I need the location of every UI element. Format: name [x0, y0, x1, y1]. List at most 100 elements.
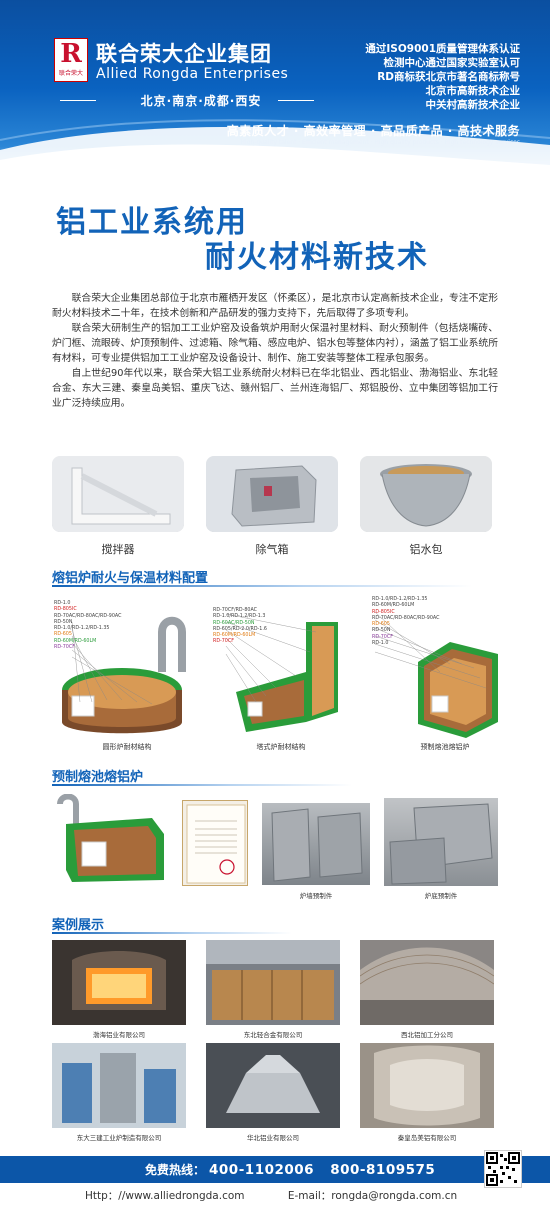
page-title-line1: 铝工业系统用 [56, 205, 248, 240]
intro-text: 联合荣大企业集团总部位于北京市雁栖开发区（怀柔区），是北京市认定高新技术企业，专… [52, 291, 498, 411]
product-photo-stirrer [52, 456, 184, 532]
company-name-en: Allied Rongda Enterprises [96, 66, 289, 82]
case-image-furnace-shell [206, 1043, 340, 1128]
legend-item: RD-50N [372, 628, 391, 634]
office-cities: 北京·南京·成都·西安 [60, 92, 314, 109]
legend-item: RD-1.0 [54, 601, 71, 606]
intro-paragraph: 联合荣大企业集团总部位于北京市雁栖开发区（怀柔区），是北京市认定高新技术企业，专… [52, 293, 498, 319]
case-caption: 渤海铝业有限公司 [93, 1031, 145, 1039]
legend-item: RD-70CF [372, 634, 393, 640]
case-image-furnace-row [206, 940, 340, 1025]
cert-item: 中关村高新技术企业 [425, 99, 521, 111]
prefab-caption: 炉底预制件 [424, 892, 458, 900]
phone-number[interactable]: 800-8109575 [330, 1162, 436, 1178]
legend-item: RD-605/RD-2.0/RD-1.6 [213, 626, 267, 632]
cert-item: 检测中心通过国家实验室认可 [383, 57, 521, 69]
case-image-furnace-fire [52, 940, 186, 1025]
case-image-furnace-roof [360, 940, 494, 1025]
certificate-image [186, 804, 246, 884]
legend-item: RD-60M/RD-60LM [213, 633, 256, 639]
diagram-legend: RD-70CF/RD-80AC RD-1.0/RD-1.2/RD-1.3 RD-… [213, 608, 267, 646]
website-link[interactable]: Http：//www.alliedrongda.com [85, 1190, 245, 1202]
tower-furnace-drawing [225, 613, 338, 732]
diagram-round-furnace [52, 592, 202, 742]
footer: 免费热线：400-1102006 800-8109575 Http：//www.… [0, 1150, 550, 1222]
case-caption: 东大三建工业炉制造有限公司 [76, 1134, 162, 1142]
section-heading-prefab: 预制熔池熔铝炉 [52, 770, 144, 785]
intro-paragraph: 自上世纪90年代以来，联合荣大铝工业系统耐火材料已在华北铝业、西北铝业、渤海铝业… [52, 368, 498, 409]
wall-prefab-photo [262, 803, 370, 885]
bottom-prefab-photo [384, 798, 498, 886]
header-wave-decoration [0, 119, 550, 195]
diagram-legend: RD-1.0/RD-1.2/RD-1.35 RD-60M/RD-60LM RD-… [372, 597, 439, 647]
product-photo-ladle [360, 456, 492, 532]
degassing-box-image [206, 456, 338, 532]
case-photo [360, 940, 494, 1025]
round-furnace-drawing [62, 616, 186, 734]
product-label: 铝水包 [409, 543, 443, 556]
legend-item: RD-805IC [54, 607, 77, 613]
legend-item: RD-70CF [54, 645, 75, 651]
legend-item: RD-70CF [213, 639, 234, 645]
section-heading-config: 熔铝炉耐火与保温材料配置 [52, 571, 209, 586]
prefab-furnace-drawing [374, 611, 498, 738]
legend-item: RD-1.0/RD-1.2/RD-1.35 [54, 626, 110, 632]
legend-item: RD-1.0/RD-1.2/RD-1.3 [213, 614, 266, 620]
case-photo [52, 940, 186, 1025]
certification-list: 通过ISO9001质量管理体系认证 检测中心通过国家实验室认可 RD商标获北京市… [365, 42, 520, 112]
cert-item: RD商标获北京市著名商标称号 [377, 71, 520, 83]
page-title-line2: 耐火材料新技术 [205, 240, 429, 275]
product-label: 搅拌器 [101, 543, 135, 556]
case-image-furnace-interior [360, 1043, 494, 1128]
diagram-prefab-furnace [370, 592, 520, 742]
prefab-furnace-render-image [52, 794, 170, 884]
cert-item: 通过ISO9001质量管理体系认证 [365, 43, 520, 55]
wall-prefab-image [271, 808, 363, 882]
case-photo [206, 1043, 340, 1128]
legend-item: RD-60M/RD-60LM [54, 638, 97, 644]
legend-item: RD-605 [54, 632, 72, 638]
legend-item: RD-50N [54, 619, 73, 625]
product-photo-degassing-box [206, 456, 338, 532]
slogan-en: High-quality talent · Efficient manageme… [240, 139, 520, 146]
bottom-prefab-image [389, 803, 493, 885]
stirrer-image [52, 456, 184, 532]
slogan: 高素质人才 · 高效率管理 · 高品质产品 · 高技术服务 [226, 124, 520, 138]
diagram-label: 圆形炉耐材结构 [102, 743, 152, 751]
legend-item: RD-60M/RD-60LM [372, 603, 415, 609]
legend-item: RD-805IC [372, 609, 395, 615]
diagram-label: 塔式炉耐材结构 [256, 743, 306, 751]
section-divider [52, 585, 472, 587]
section-divider [52, 784, 352, 786]
case-photo [360, 1043, 494, 1128]
legend-item: RD-605 [372, 622, 390, 628]
diagram-tower-furnace [206, 592, 356, 742]
intro-paragraph: 联合荣大研制生产的铝加工工业炉窑及设备筑炉用耐火保温衬里材料、耐火预制件（包括烧… [52, 323, 498, 364]
legend-item: RD-60AC/RD-50N [213, 620, 255, 626]
case-image-equipment [52, 1043, 186, 1128]
product-label: 除气箱 [255, 543, 289, 556]
hotline: 免费热线：400-1102006 800-8109575 [145, 1161, 435, 1178]
case-photo [206, 940, 340, 1025]
legend-item: RD-1.0/RD-1.2/RD-1.35 [372, 597, 428, 602]
phone-number[interactable]: 400-1102006 [209, 1162, 315, 1178]
legend-item: RD-1.0 [372, 641, 389, 647]
case-caption: 东北轻合金有限公司 [243, 1031, 303, 1039]
case-photo [52, 1043, 186, 1128]
ladle-image [360, 456, 492, 532]
logo-text: 联合荣大 [58, 70, 83, 77]
contact-info: Http：//www.alliedrongda.com E-mail：rongd… [85, 1188, 497, 1203]
email-link[interactable]: E-mail：rongda@rongda.com.cn [287, 1190, 458, 1202]
legend-item: RD-70AC/RD-80AC/RD-90AC [54, 613, 122, 619]
qr-code [484, 1150, 522, 1188]
section-divider [52, 932, 292, 934]
case-caption: 华北铝业有限公司 [247, 1134, 299, 1142]
case-caption: 秦皇岛美铝有限公司 [397, 1134, 457, 1142]
company-name-cn: 联合荣大企业集团 [96, 42, 272, 66]
patent-certificate [182, 800, 248, 886]
case-caption: 西北铝加工分公司 [401, 1031, 453, 1039]
hotline-label: 免费热线： [145, 1163, 206, 1177]
qr-code-icon [486, 1152, 520, 1186]
prefab-caption: 炉墙预制件 [299, 892, 333, 900]
cert-item: 北京市高新技术企业 [425, 85, 521, 97]
